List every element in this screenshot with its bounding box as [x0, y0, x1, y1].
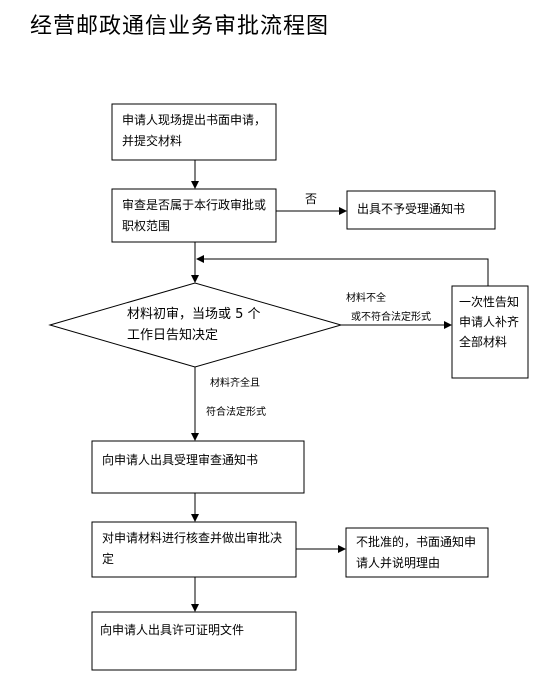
- verify-decide-box: [91, 521, 297, 578]
- disapprove-box: [345, 527, 489, 578]
- initial-review-label: 材料初审，当场或 5 个工作日告知决定: [127, 307, 261, 343]
- issue-license-box: [91, 611, 297, 671]
- issue-license-label: 向申请人出具许可证明文件: [100, 623, 245, 637]
- edge-label-complete-2: 符合法定形式: [206, 407, 266, 418]
- reject-notice-box: [346, 190, 496, 230]
- reject-notice-label: 出具不予受理通知书: [357, 202, 466, 216]
- verify-decide-label: 对申请材料进行核查并做出审批决定: [102, 531, 283, 566]
- disapprove-label: 不批准的，书面通知申请人并说明理由: [356, 535, 477, 570]
- edge-label-no: 否: [305, 192, 318, 206]
- apply-label: 申请人现场提出书面申请，并提交材料: [122, 113, 267, 148]
- check-scope-box: [111, 188, 277, 243]
- supplement-box: [451, 285, 529, 379]
- arrow-supplement-back-to-review: [196, 255, 489, 286]
- page-title: 经营邮政通信业务审批流程图: [30, 14, 330, 39]
- edge-label-complete-1: 材料齐全且: [210, 378, 260, 389]
- apply-box: [111, 103, 277, 161]
- edge-label-incomplete-1: 材料不全: [346, 293, 386, 304]
- supplement-label: 一次性告知申请人补齐全部材料: [459, 295, 520, 349]
- accept-notice-label: 向申请人出具受理审查通知书: [102, 453, 259, 467]
- accept-notice-box: [91, 440, 305, 494]
- edge-label-incomplete-2: 或不符合法定形式: [351, 312, 431, 323]
- check-scope-label: 审查是否属于本行政审批或职权范围: [122, 198, 267, 233]
